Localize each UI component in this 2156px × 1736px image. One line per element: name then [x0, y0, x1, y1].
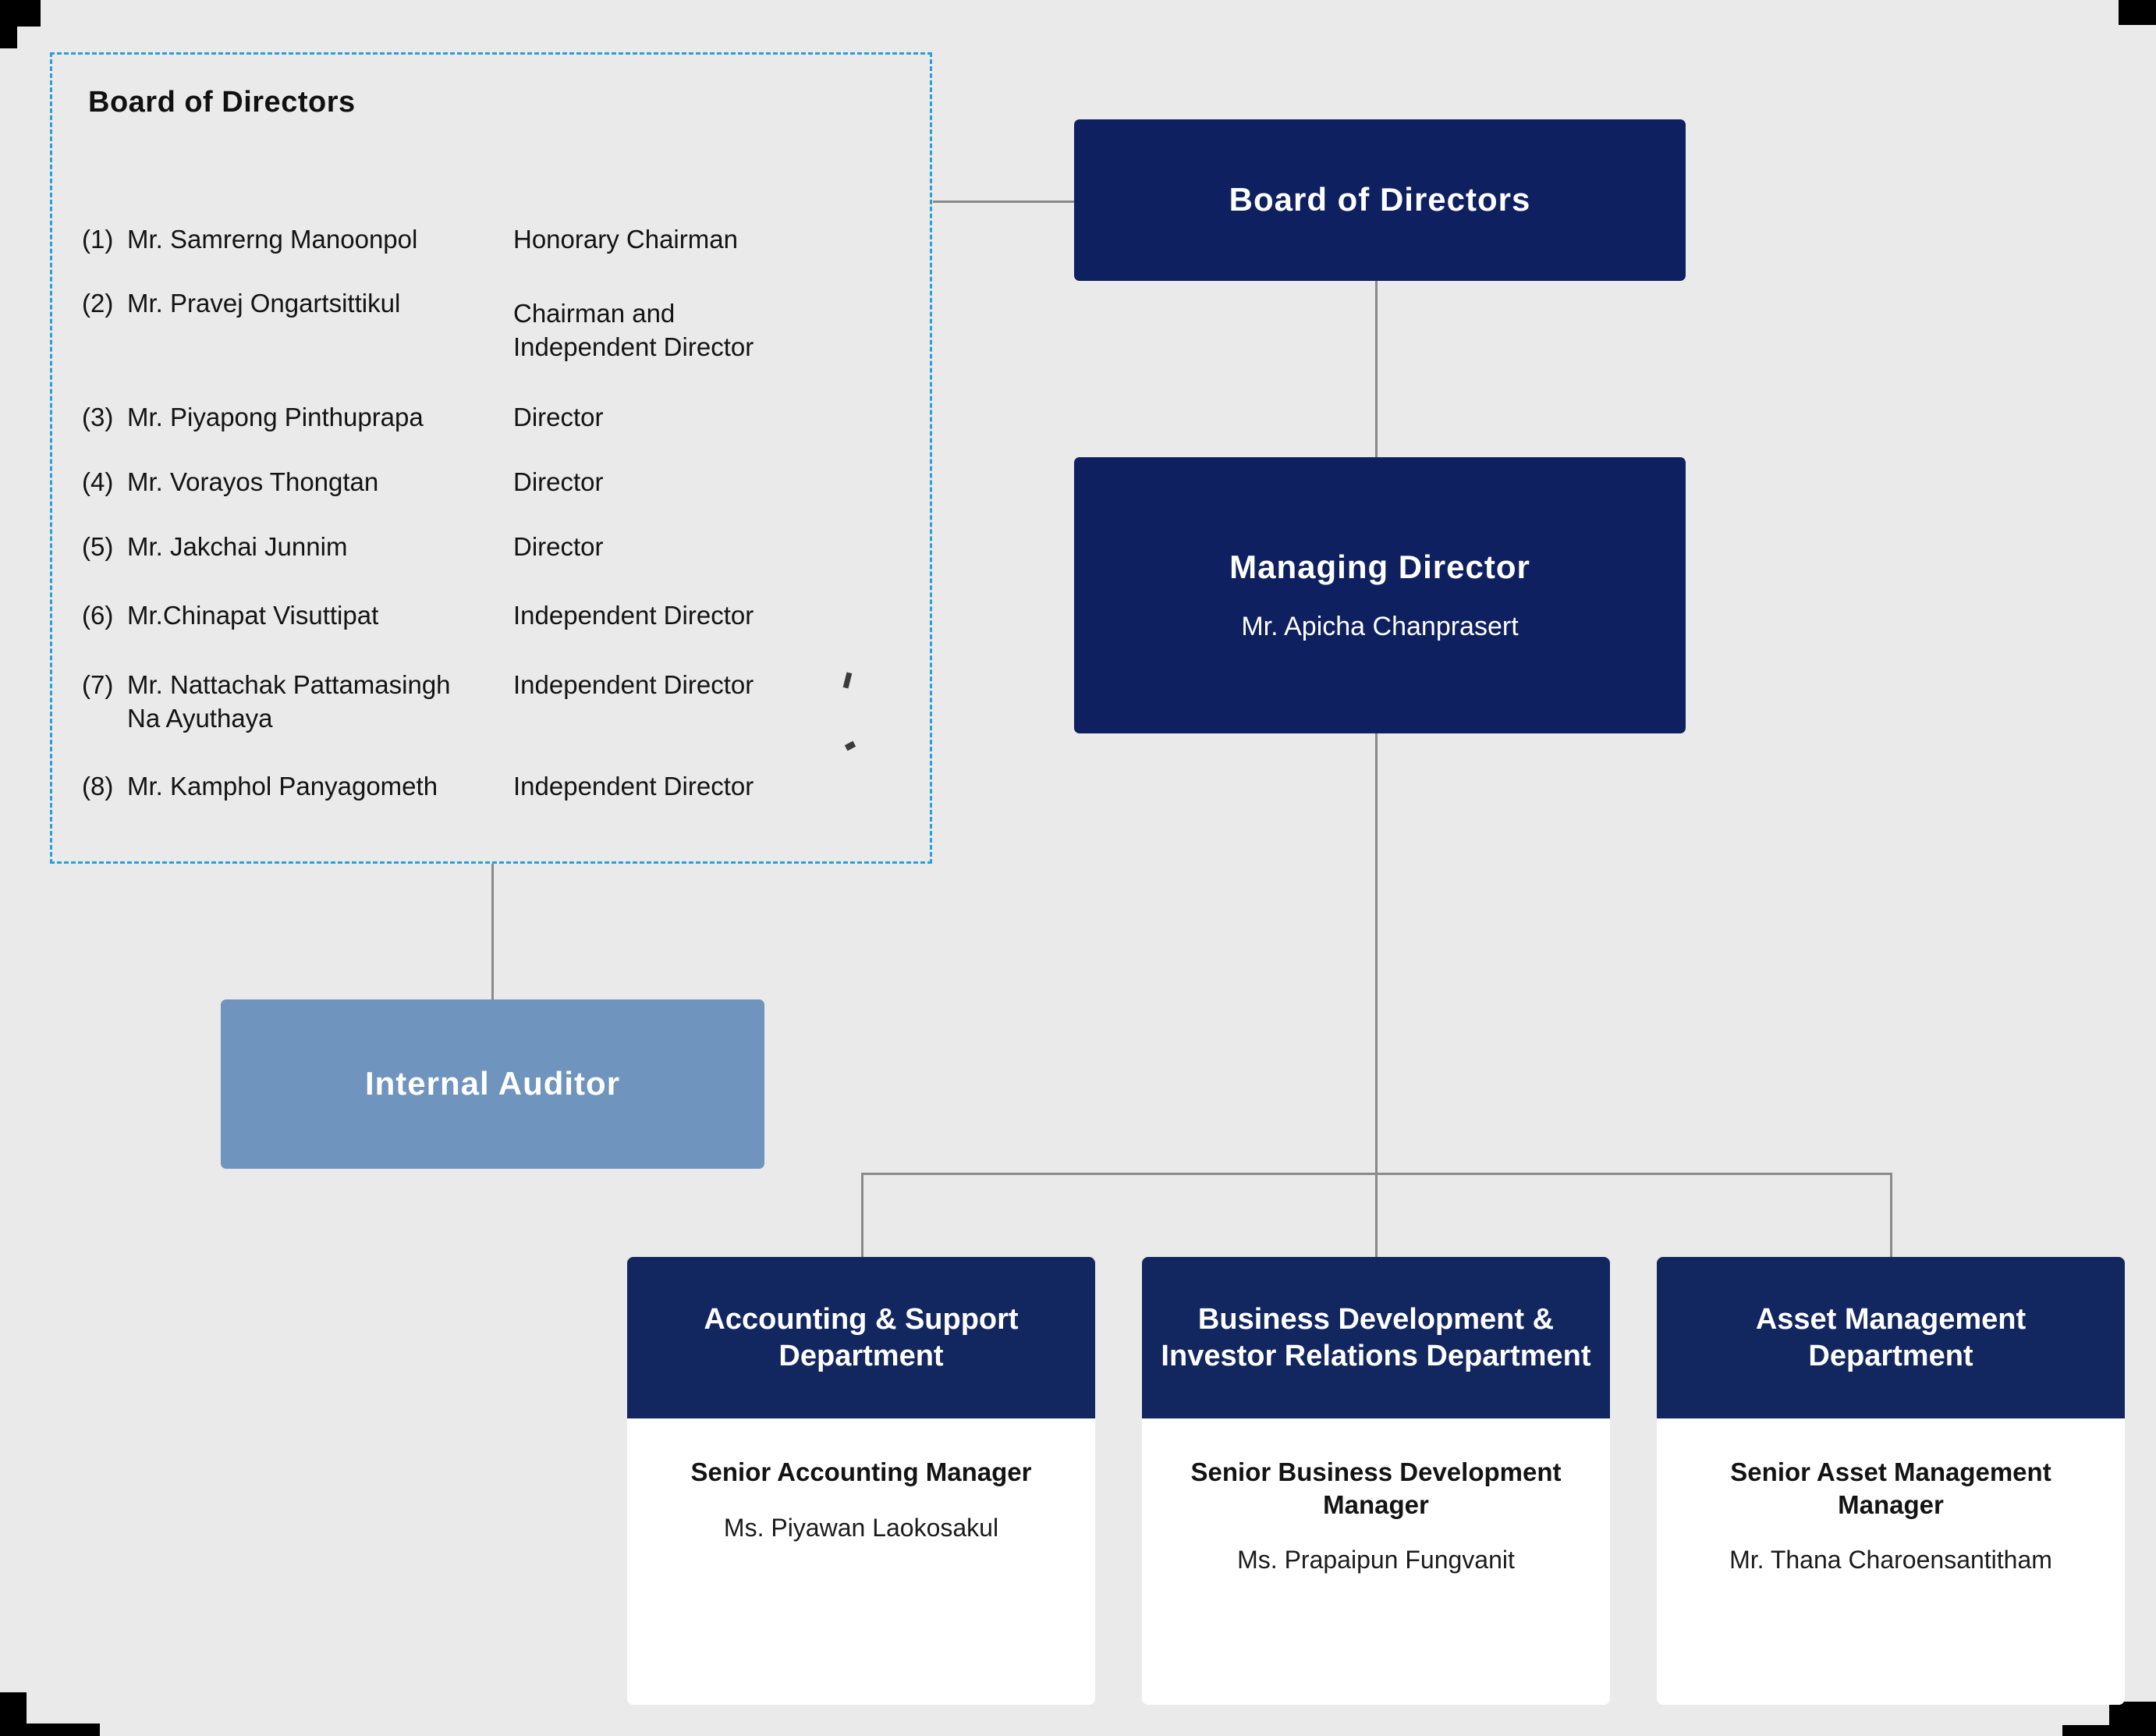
board-member-role: Independent Director — [513, 772, 754, 801]
board-member-row: (2) Mr. Pravej Ongartsittikul Chairman a… — [82, 287, 893, 364]
board-member-number: (7) — [82, 670, 114, 699]
board-member-row: (1) Mr. Samrerng Manoonpol Honorary Chai… — [82, 223, 893, 257]
board-member-number: (2) — [82, 289, 114, 318]
crop-mark-bottom-left-tick — [0, 1724, 100, 1736]
connector-board-to-md — [1375, 281, 1378, 458]
node-board-of-directors[interactable]: Board of Directors — [1074, 119, 1686, 281]
board-member-role: Independent Director — [513, 601, 754, 630]
board-member-role: Director — [513, 403, 604, 431]
board-member-number: (1) — [82, 225, 114, 254]
board-member-role: Director — [513, 467, 604, 496]
board-member-row: (3) Mr. Piyapong Pinthuprapa Director — [82, 401, 893, 435]
node-board-of-directors-title: Board of Directors — [1229, 181, 1531, 218]
board-member-number: (4) — [82, 467, 114, 496]
board-member-name: Mr. Pravej Ongartsittikul — [127, 289, 401, 318]
board-member-row: (8) Mr. Kamphol Panyagometh Independent … — [82, 770, 893, 804]
board-member-role: Honorary Chairman — [513, 225, 738, 254]
board-member-name: Mr.Chinapat Visuttipat — [127, 601, 379, 630]
board-member-row: (5) Mr. Jakchai Junnim Director — [82, 531, 893, 564]
connector-department-bus — [861, 1173, 1892, 1175]
board-member-number: (3) — [82, 403, 114, 431]
node-managing-director-title: Managing Director — [1229, 548, 1530, 585]
department-role: Senior Accounting Manager — [690, 1457, 1032, 1486]
board-member-number: (8) — [82, 772, 114, 801]
department-card-body: Senior Accounting Manager Ms. Piyawan La… — [627, 1418, 1095, 1705]
department-person: Mr. Thana Charoensantitham — [1729, 1546, 2052, 1574]
connector-bus-to-dept-0 — [861, 1173, 863, 1259]
connector-panel-to-board — [933, 201, 1075, 203]
department-card-body: Senior Asset Management Manager Mr. Than… — [1657, 1418, 2125, 1705]
department-role: Senior Asset Management Manager — [1730, 1457, 2051, 1519]
crop-mark-bottom-right-tick — [2062, 1725, 2156, 1736]
connector-md-trunk — [1375, 733, 1378, 1258]
board-member-role: Independent Director — [513, 670, 754, 699]
node-managing-director-person: Mr. Apicha Chanprasert — [1241, 612, 1519, 642]
node-internal-auditor[interactable]: Internal Auditor — [221, 999, 764, 1169]
connector-panel-to-auditor — [491, 864, 494, 1001]
board-member-name: Mr. Vorayos Thongtan — [127, 467, 379, 496]
board-member-name: Mr. Piyapong Pinthuprapa — [127, 403, 424, 431]
department-card[interactable]: Business Development & Investor Relation… — [1142, 1257, 1610, 1705]
department-card-title: Accounting & Support Department — [627, 1257, 1095, 1418]
board-member-name: Mr. Jakchai Junnim — [127, 532, 348, 561]
board-member-role: Chairman and Independent Director — [513, 299, 754, 361]
board-panel-title: Board of Directors — [88, 86, 356, 119]
board-member-name: Mr. Samrerng Manoonpol — [127, 225, 418, 254]
department-card-body: Senior Business Development Manager Ms. … — [1142, 1418, 1610, 1705]
crop-mark-top-right — [2119, 0, 2156, 25]
department-person: Ms. Prapaipun Fungvanit — [1237, 1546, 1515, 1574]
node-managing-director[interactable]: Managing Director Mr. Apicha Chanprasert — [1074, 457, 1686, 733]
board-of-directors-panel — [50, 52, 932, 864]
board-member-number: (6) — [82, 601, 114, 630]
department-person: Ms. Piyawan Laokosakul — [723, 1513, 999, 1542]
department-card-title: Business Development & Investor Relation… — [1142, 1257, 1610, 1418]
board-member-row: (4) Mr. Vorayos Thongtan Director — [82, 466, 893, 499]
board-member-row: (7) Mr. Nattachak Pattamasingh Na Ayutha… — [82, 669, 893, 736]
board-member-row: (6) Mr.Chinapat Visuttipat Independent D… — [82, 599, 893, 633]
crop-mark-top-left-tick — [0, 0, 17, 48]
department-card[interactable]: Accounting & Support Department Senior A… — [627, 1257, 1095, 1705]
board-member-name: Mr. Kamphol Panyagometh — [127, 772, 438, 801]
node-internal-auditor-title: Internal Auditor — [364, 1065, 621, 1102]
department-card[interactable]: Asset Management Department Senior Asset… — [1657, 1257, 2125, 1705]
board-member-name: Mr. Nattachak Pattamasingh Na Ayuthaya — [127, 670, 451, 733]
board-member-number: (5) — [82, 532, 114, 561]
board-member-role: Director — [513, 532, 604, 561]
department-card-title: Asset Management Department — [1657, 1257, 2125, 1418]
department-role: Senior Business Development Manager — [1190, 1457, 1562, 1519]
connector-bus-to-dept-2 — [1890, 1173, 1892, 1259]
